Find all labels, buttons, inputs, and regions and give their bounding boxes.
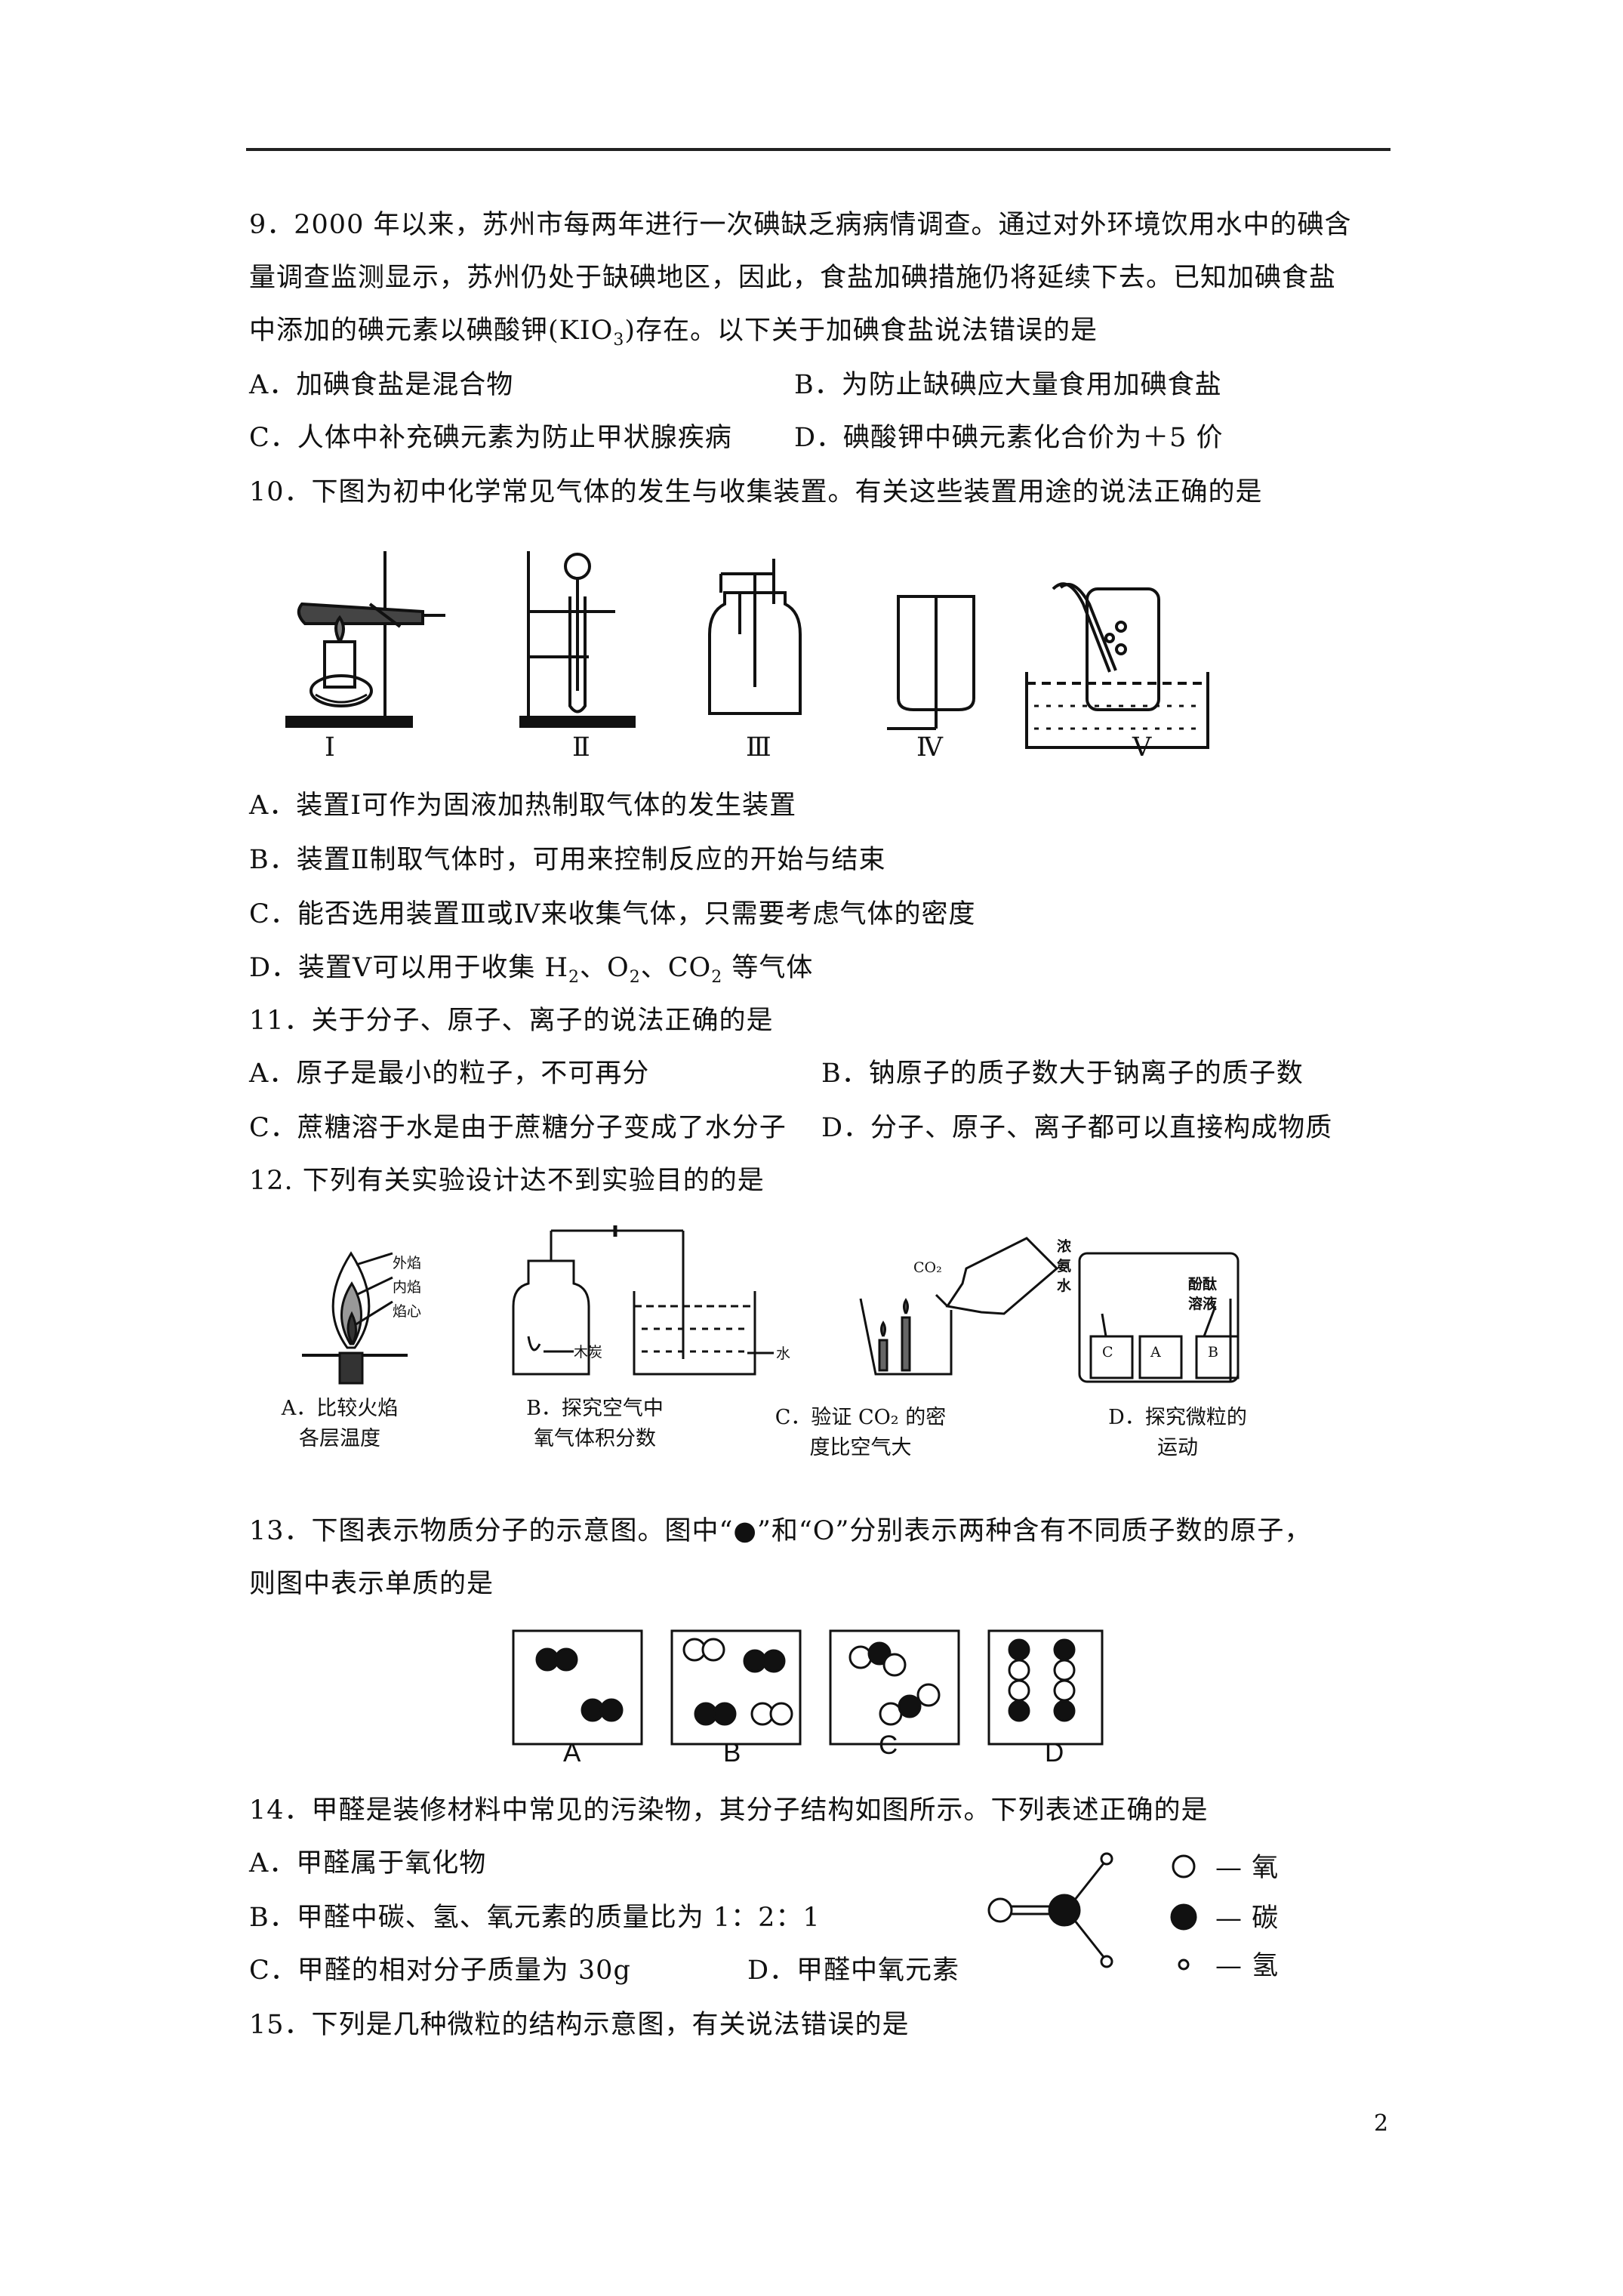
co2-label: CO₂	[913, 1259, 942, 1276]
q12-caption-a: A．比较火焰各层温度	[281, 1397, 399, 1450]
q10-label-ii: Ⅱ	[572, 732, 591, 763]
flame-label-inner: 内焰	[393, 1279, 422, 1296]
q12-stem: 12. 下列有关实验设计达不到实验目的的是	[249, 1166, 765, 1196]
beaker-letter-c: C	[1102, 1344, 1113, 1361]
q10-option-c: C．能否选用装置Ⅲ或Ⅳ来收集气体，只需要考虑气体的密度	[249, 899, 976, 929]
charcoal-label: 木炭	[574, 1344, 603, 1361]
q10-label-iv: Ⅳ	[916, 732, 944, 763]
q10-stem: 10．下图为初中化学常见气体的发生与收集装置。有关这些装置用途的说法正确的是	[249, 477, 1263, 507]
phenolphthalein-label: 酚酞溶液	[1188, 1276, 1218, 1312]
flame-label-core: 焰心	[393, 1303, 422, 1320]
apparatus-i	[285, 551, 445, 728]
q9-option-a: A．加碘食盐是混合物	[249, 370, 514, 400]
q14-option-a: A．甲醛属于氧化物	[249, 1848, 487, 1878]
q9-line3: 中添加的碘元素以碘酸钾(KIO3)存在。以下关于加碘食盐说法错误的是	[249, 316, 1098, 350]
header-rule	[246, 148, 1390, 151]
experiment-a-flame	[302, 1251, 408, 1385]
q15-stem: 15．下列是几种微粒的结构示意图，有关说法错误的是	[249, 2010, 910, 2040]
apparatus-iii	[708, 559, 802, 715]
q14-formaldehyde-structure	[987, 1852, 1113, 1968]
q14-option-d: D．甲醛中氧元素	[747, 1955, 960, 1986]
legend-oxygen: — 氧	[1215, 1853, 1280, 1883]
q10-label-iii: Ⅲ	[746, 732, 772, 763]
q10-label-i: Ⅰ	[325, 732, 336, 763]
apparatus-v	[1025, 582, 1209, 749]
q14-option-b: B．甲醛中碳、氢、氧元素的质量比为 1：2：1	[249, 1903, 821, 1933]
q11-option-b: B．钠原子的质子数大于钠离子的质子数	[821, 1059, 1304, 1089]
q11-stem: 11．关于分子、原子、离子的说法正确的是	[249, 1006, 774, 1036]
apparatus-ii	[519, 551, 636, 728]
q9-option-c: C．人体中补充碘元素为防止甲状腺疾病	[249, 423, 732, 453]
page-number: 2	[1374, 2110, 1389, 2137]
q13-line1: 13．下图表示物质分子的示意图。图中“●”和“O”分别表示两种含有不同质子数的原…	[249, 1516, 1312, 1546]
q14-legend-symbols	[1170, 1854, 1197, 1971]
q11-option-c: C．蔗糖溶于水是由于蔗糖分子变成了水分子	[249, 1113, 787, 1143]
q9-line2: 量调查监测显示，苏州仍处于缺碘地区，因此，食盐加碘措施仍将延续下去。已知加碘食盐	[249, 263, 1337, 293]
q10-option-b: B．装置Ⅱ制取气体时，可用来控制反应的开始与结束	[249, 845, 886, 875]
experiment-b-oxygen	[512, 1225, 774, 1376]
q10-option-d: D．装置Ⅴ可以用于收集 H2、O2、CO2 等气体	[249, 953, 814, 987]
q11-option-d: D．分子、原子、离子都可以直接构成物质	[821, 1113, 1333, 1143]
q10-label-v: Ⅴ	[1132, 732, 1153, 763]
q13-label-d: D	[1045, 1738, 1065, 1767]
q13-label-b: B	[723, 1738, 742, 1767]
experiment-c-co2	[859, 1237, 1059, 1376]
q12-caption-b: B．探究空气中氧气体积分数	[526, 1397, 664, 1450]
q10-option-a: A．装置Ⅰ可作为固液加热制取气体的发生装置	[249, 791, 797, 821]
beaker-letter-b: B	[1208, 1344, 1218, 1361]
flame-label-outer: 外焰	[393, 1255, 422, 1271]
q11-option-a: A．原子是最小的粒子，不可再分	[249, 1059, 650, 1089]
q10-apparatus-figure	[285, 551, 1209, 749]
beaker-letter-a: A	[1150, 1344, 1161, 1361]
q14-stem: 14．甲醛是装修材料中常见的污染物，其分子结构如图所示。下列表述正确的是	[249, 1795, 1209, 1826]
apparatus-iv	[887, 595, 975, 730]
legend-carbon: — 碳	[1215, 1903, 1280, 1934]
legend-hydrogen: — 氢	[1215, 1951, 1280, 1981]
q12-caption-c: C．验证 CO₂ 的密度比空气大	[775, 1406, 947, 1459]
q13-label-a: A	[563, 1738, 582, 1767]
q9-option-d: D．碘酸钾中碘元素化合价为＋5 价	[794, 423, 1224, 453]
q12-caption-d: D．探究微粒的运动	[1108, 1406, 1247, 1459]
ammonia-label: 浓氨水	[1057, 1238, 1072, 1294]
experiment-d-diffusion	[1078, 1252, 1240, 1383]
q13-line2: 则图中表示单质的是	[249, 1569, 494, 1599]
q13-label-c: C	[879, 1730, 899, 1760]
q14-option-c: C．甲醛的相对分子质量为 30g	[249, 1955, 631, 1986]
water-label: 水	[776, 1345, 791, 1362]
q9-line1: 9．2000 年以来，苏州市每两年进行一次碘缺乏病病情调查。通过对外环境饮用水中…	[249, 210, 1352, 240]
q12-experiments-figure	[302, 1225, 1240, 1385]
q9-option-b: B．为防止缺碘应大量食用加碘食盐	[794, 370, 1222, 400]
q13-molecule-figure	[512, 1629, 1104, 1746]
